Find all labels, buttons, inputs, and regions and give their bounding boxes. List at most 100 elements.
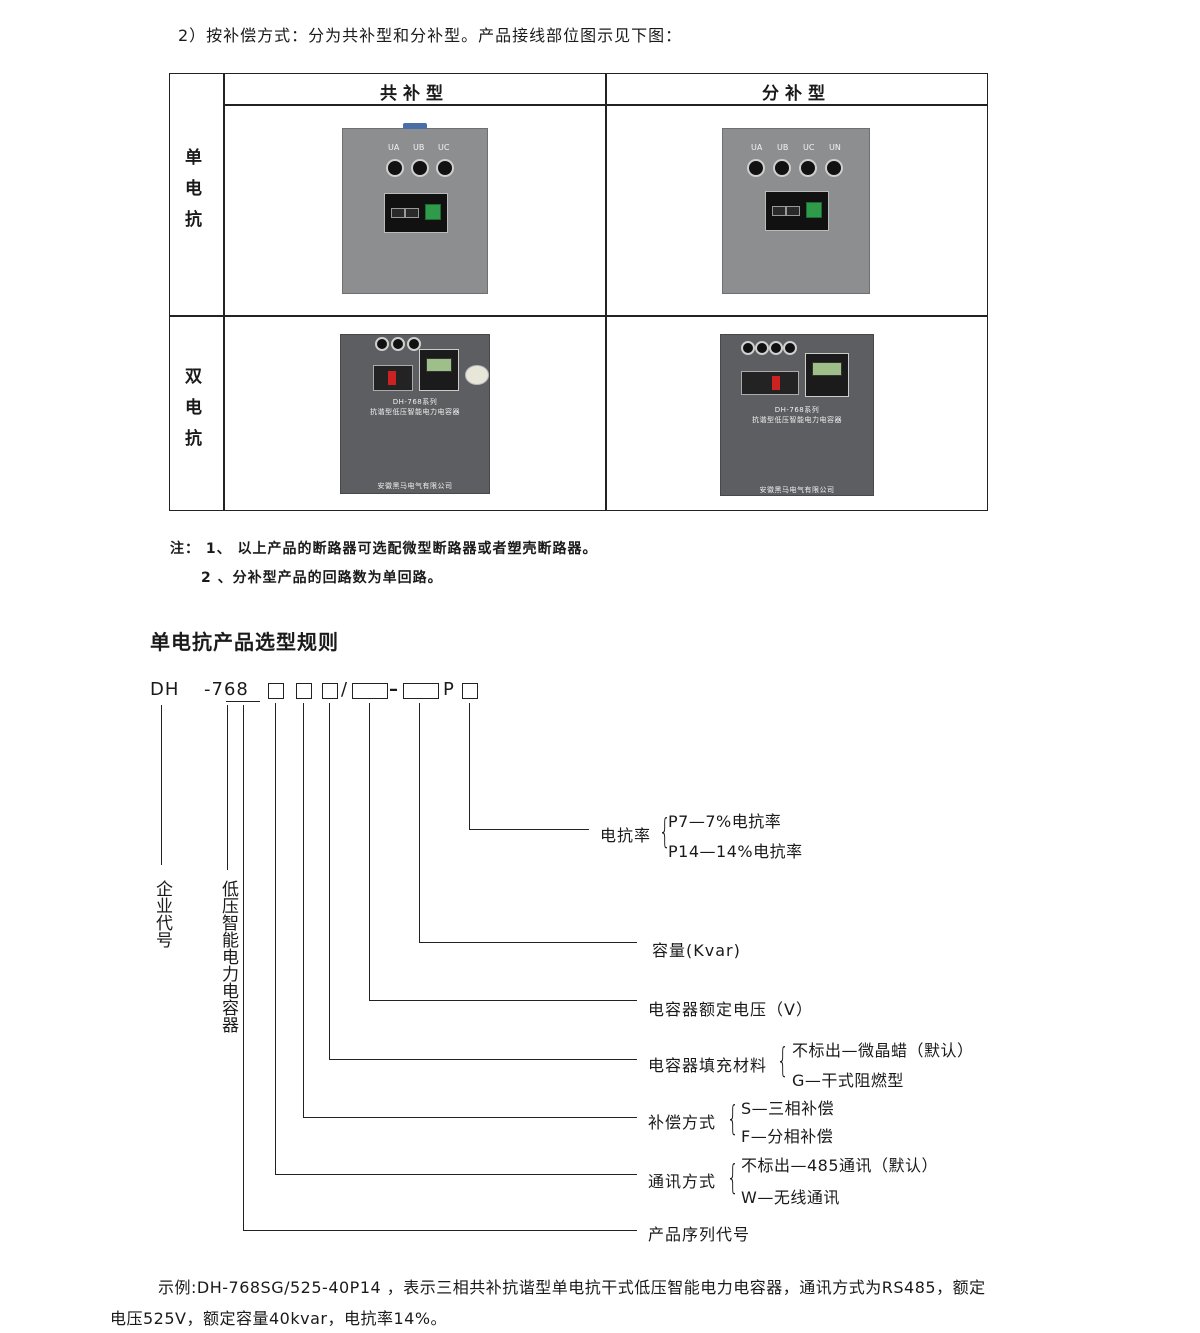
leader-line	[275, 703, 276, 1175]
leader-line	[303, 703, 304, 1118]
device-image-single-common: UA UB UC	[342, 123, 488, 294]
terminal-block	[425, 204, 441, 220]
col-header-common: 共补型	[380, 84, 449, 104]
product-table: 共补型 分补型 单电抗 双电抗 UA UB UC UA UB UC UN	[169, 73, 988, 511]
device-company-text: 安徽黑马电气有限公司	[759, 486, 835, 494]
terminal-knob	[747, 159, 765, 177]
rj45-port	[772, 206, 786, 216]
device-company-text: 安徽黑马电气有限公司	[377, 482, 453, 490]
option-comm-w: W—无线通讯	[741, 1188, 840, 1207]
code-box-voltage	[352, 683, 388, 699]
device-name-text: 抗谐型低压智能电力电容器	[752, 416, 842, 424]
breaker-switch	[388, 371, 396, 385]
terminal-label: UA	[388, 143, 400, 152]
col-header-split: 分补型	[762, 84, 831, 104]
controller-meter	[805, 353, 849, 397]
model-series: -768	[204, 679, 249, 700]
breaker-switch	[772, 376, 780, 390]
terminal-knob	[436, 159, 454, 177]
leader-line	[419, 703, 420, 943]
terminal-knob	[386, 159, 404, 177]
label-series-code: 产品序列代号	[648, 1225, 751, 1244]
leader-line	[419, 942, 637, 943]
leader-line	[243, 705, 244, 1231]
rj45-port	[391, 208, 405, 218]
terminal-knob	[755, 341, 769, 355]
terminal-knob	[799, 159, 817, 177]
label-reactance-rate: 电抗率	[600, 826, 652, 845]
leader-line	[161, 705, 162, 865]
device-image-single-split: UA UB UC UN	[722, 128, 870, 294]
device-image-double-split: DH-768系列 抗谐型低压智能电力电容器 安徽黑马电气有限公司	[720, 334, 874, 496]
terminal-knob	[375, 337, 389, 351]
terminal-label: UN	[829, 143, 841, 152]
terminal-block	[806, 202, 822, 218]
brace: {	[776, 1041, 789, 1081]
terminal-label: UB	[777, 143, 789, 152]
table-divider	[170, 315, 987, 317]
label-comm: 通讯方式	[648, 1172, 717, 1191]
port-panel	[765, 191, 829, 231]
label-product-type: 低压智能电力电容器	[218, 880, 238, 1033]
example-line-1: 示例:DH-768SG/525-40P14 ，表示三相共补抗谐型单电抗干式低压智…	[158, 1278, 986, 1297]
option-compensation-f: F—分相补偿	[741, 1127, 834, 1146]
row-label-double-reactor: 双电抗	[181, 367, 201, 460]
option-filler-default: 不标出—微晶蜡（默认）	[792, 1041, 974, 1060]
table-divider	[605, 74, 607, 510]
label-voltage: 电容器额定电压（V）	[648, 1000, 813, 1019]
rj45-port	[405, 208, 419, 218]
note-2: 2 、分补型产品的回路数为单回路。	[201, 570, 443, 586]
brace: {	[726, 1099, 739, 1139]
intro-text: 2）按补偿方式：分为共补型和分补型。产品接线部位图示见下图：	[178, 26, 683, 45]
note-1: 注： 1、 以上产品的断路器可选配微型断路器或者塑壳断路器。	[170, 541, 598, 557]
top-clip	[403, 123, 427, 129]
terminal-label: UB	[413, 143, 425, 152]
brace: {	[658, 812, 671, 852]
device-series-text: DH-768系列	[392, 398, 438, 406]
terminal-knob	[741, 341, 755, 355]
section-title: 单电抗产品选型规则	[150, 630, 339, 654]
code-box-compensation	[296, 683, 312, 699]
terminal-knob	[825, 159, 843, 177]
breaker	[373, 365, 413, 391]
model-prefix: DH	[150, 679, 180, 700]
terminal-knob	[407, 337, 421, 351]
port-panel	[384, 193, 448, 233]
lcd-screen	[426, 358, 452, 372]
code-box-reactance	[462, 683, 478, 699]
label-compensation: 补偿方式	[648, 1113, 717, 1132]
terminal-knob	[769, 341, 783, 355]
leader-line	[469, 703, 470, 830]
option-comm-default: 不标出—485通讯（默认）	[741, 1156, 939, 1175]
terminal-knob	[773, 159, 791, 177]
label-sticker	[465, 365, 489, 385]
terminal-label: UC	[438, 143, 450, 152]
model-dash: –	[389, 679, 399, 700]
terminal-knob	[783, 341, 797, 355]
terminal-knob	[391, 337, 405, 351]
terminal-label: UA	[751, 143, 763, 152]
leader-line	[243, 1230, 637, 1231]
code-box-comm	[268, 683, 284, 699]
row-label-single-reactor: 单电抗	[181, 148, 201, 241]
option-filler-g: G—干式阻燃型	[792, 1071, 904, 1090]
model-p: P	[443, 679, 455, 700]
leader-line	[469, 829, 589, 830]
brace: {	[726, 1158, 739, 1198]
terminal-knob	[411, 159, 429, 177]
label-capacity: 容量(Kvar)	[652, 941, 741, 960]
table-divider	[223, 74, 225, 510]
leader-line	[329, 1059, 637, 1060]
code-box-capacity	[403, 683, 439, 699]
table-divider	[223, 104, 987, 106]
option-p14: P14—14%电抗率	[668, 842, 803, 861]
leader-line	[369, 703, 370, 1001]
label-company-code: 企业代号	[152, 880, 172, 948]
device-series-text: DH-768系列	[774, 406, 820, 414]
breaker	[741, 371, 799, 395]
leader-line	[227, 705, 228, 870]
example-line-2: 电压525V，额定容量40kvar，电抗率14%。	[110, 1309, 448, 1328]
series-underline	[226, 701, 260, 702]
leader-line	[369, 1000, 637, 1001]
lcd-screen	[812, 362, 842, 376]
